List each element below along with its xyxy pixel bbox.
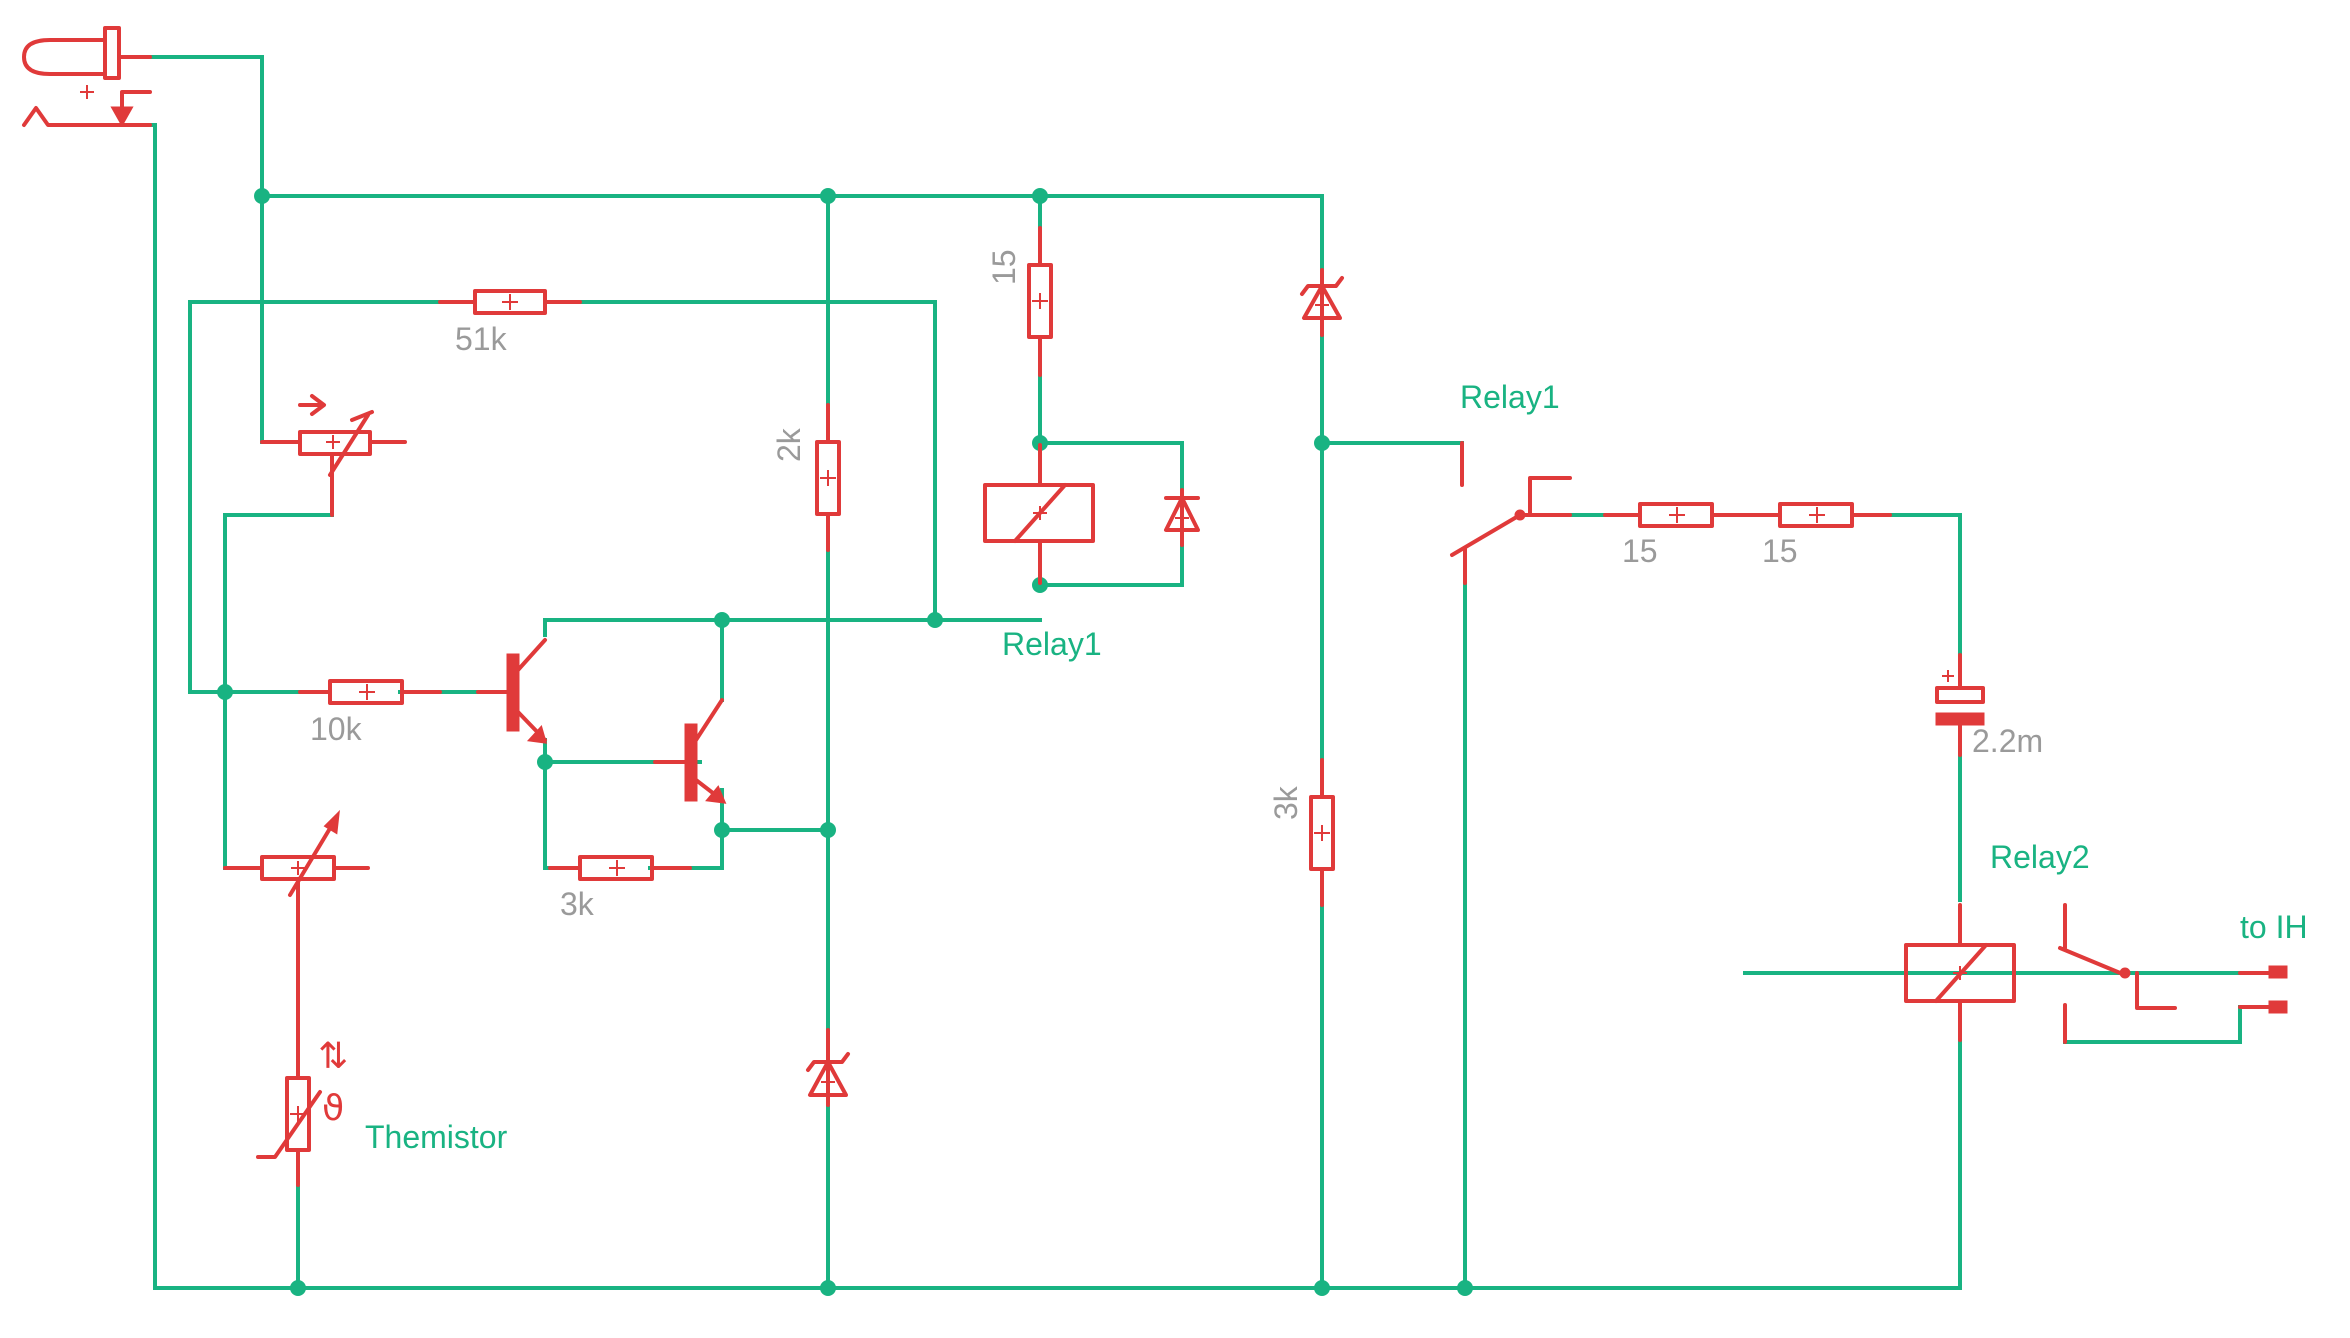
resistor-3k-vertical: [1309, 758, 1335, 907]
label-relay1-coil: Relay1: [1002, 626, 1102, 662]
label-51k: 51k: [455, 321, 508, 357]
resistor-15-vertical: [1027, 226, 1053, 377]
thermistor-icon: [256, 933, 322, 1187]
plug-connector-icon: [22, 26, 152, 128]
npn-transistor-icon: [653, 698, 727, 804]
label-3k: 3k: [560, 886, 595, 922]
label-15-a: 15: [1622, 533, 1658, 569]
updown-arrows-icon: ⇅: [318, 1036, 348, 1077]
label-15-b: 15: [1762, 533, 1798, 569]
label-to-ih: to IH: [2240, 909, 2308, 945]
label-2-2m: 2.2m: [1972, 723, 2043, 759]
relay-switch-icon: [1450, 441, 1572, 585]
resistor-15-b: [1743, 502, 1892, 528]
label-15-vertical: 15: [986, 249, 1022, 285]
capacitor-icon: [1935, 653, 1985, 757]
label-2k: 2k: [771, 427, 807, 462]
label-relay1-switch: Relay1: [1460, 379, 1560, 415]
npn-transistor-icon: [476, 638, 548, 744]
diode-icon: [1164, 488, 1200, 547]
label-10k: 10k: [310, 711, 363, 747]
relay-coil-icon: [983, 443, 1095, 585]
resistor-10k: [298, 679, 442, 705]
theta-icon: ϑ: [322, 1088, 344, 1129]
output-terminal-icon: [2238, 965, 2288, 1014]
wires: [148, 55, 2280, 1290]
resistor-51k: [438, 289, 582, 315]
zener-diode-icon: [1300, 268, 1344, 337]
resistor-15-a: [1603, 502, 1752, 528]
label-3k-vertical: 3k: [1268, 785, 1304, 820]
label-thermistor: Themistor: [365, 1119, 508, 1155]
trimmer-resistor-icon: [223, 809, 370, 937]
resistor-3k: [548, 855, 692, 881]
relay-coil-icon: [1904, 903, 2016, 1042]
zener-diode-icon: [806, 1028, 850, 1107]
resistor-2k: [815, 403, 841, 552]
relay-switch-icon: [2058, 903, 2177, 1044]
potentiometer-icon: [260, 394, 407, 517]
label-relay2: Relay2: [1990, 839, 2090, 875]
